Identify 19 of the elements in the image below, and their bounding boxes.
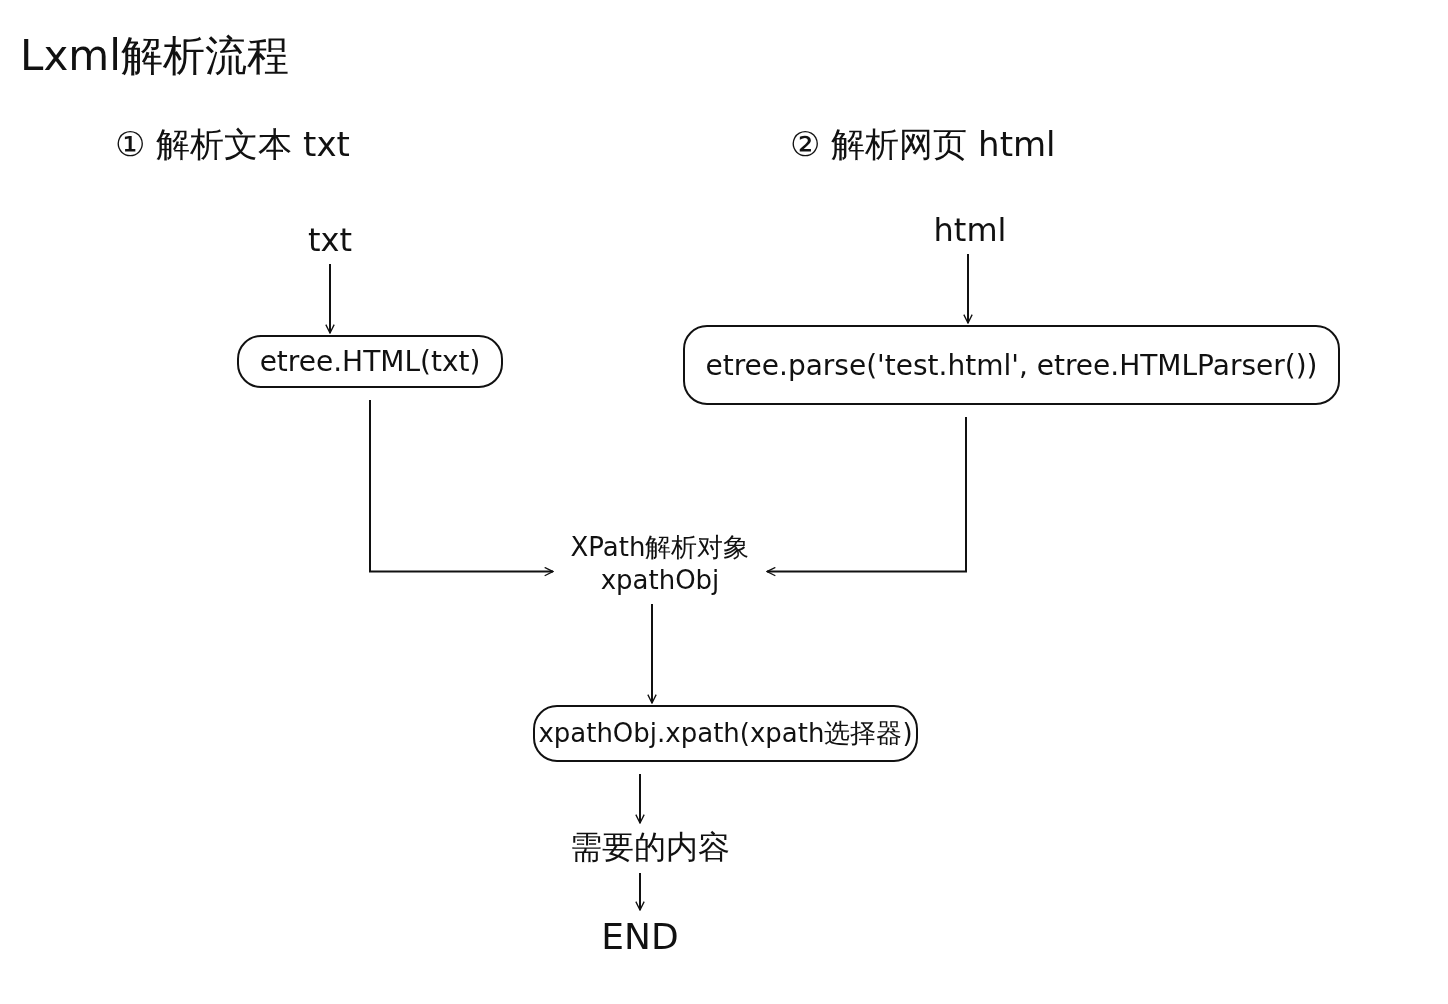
node-text: XPath解析对象 bbox=[570, 530, 750, 564]
arrow bbox=[635, 872, 645, 911]
arrow bbox=[963, 253, 973, 324]
arrow bbox=[369, 399, 554, 577]
arrow bbox=[635, 773, 645, 824]
heading: ② 解析网页 html bbox=[790, 123, 1056, 166]
node-text: xpathObj bbox=[600, 564, 720, 595]
code-box: xpathObj.xpath(xpath选择器) bbox=[533, 705, 918, 762]
node-text: txt bbox=[290, 218, 370, 262]
code-box: etree.HTML(txt) bbox=[237, 335, 503, 388]
node-text: 需要的内容 bbox=[560, 825, 740, 871]
arrow bbox=[325, 263, 335, 334]
title: Lxml解析流程 bbox=[20, 30, 289, 82]
node-text: END bbox=[590, 912, 690, 960]
heading: ① 解析文本 txt bbox=[115, 123, 350, 166]
node-text: html bbox=[920, 208, 1020, 252]
arrow bbox=[647, 603, 657, 704]
arrow bbox=[766, 416, 967, 577]
code-box: etree.parse('test.html', etree.HTMLParser()) bbox=[683, 325, 1340, 405]
